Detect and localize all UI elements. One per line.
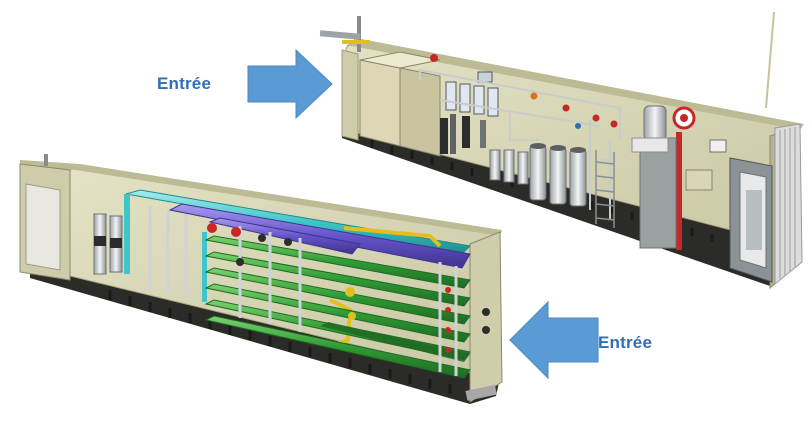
top-container-roof-edge xyxy=(346,38,804,130)
entry-label-bottom: Entrée xyxy=(598,333,653,352)
bottom-manifolds xyxy=(148,206,458,376)
bottom-purple-pipe xyxy=(168,203,471,269)
bottom-pumps xyxy=(93,213,123,275)
bottom-container xyxy=(19,154,503,404)
arrow-right-icon xyxy=(247,48,333,120)
top-filter-panels xyxy=(445,71,499,117)
bottom-valves xyxy=(207,223,490,353)
top-antenna xyxy=(765,11,775,109)
top-tank-box xyxy=(359,59,401,147)
bottom-floor-slats xyxy=(108,290,452,394)
top-door-panel xyxy=(639,137,677,249)
top-control-panel xyxy=(685,169,713,191)
top-cylinder-filters xyxy=(489,143,587,207)
entry-label-top: Entrée xyxy=(157,74,212,93)
top-door-red-frame xyxy=(676,132,682,250)
top-right-tank xyxy=(631,105,696,153)
top-container xyxy=(319,11,804,290)
top-end-corrugation xyxy=(779,127,796,280)
bottom-green-tubes xyxy=(204,235,471,379)
bottom-container-right-end xyxy=(469,231,503,403)
bottom-left-door xyxy=(25,183,61,271)
top-valves xyxy=(430,54,618,129)
top-container-left-wall xyxy=(341,49,359,141)
top-ladder xyxy=(595,150,615,228)
arrow-left-icon xyxy=(509,300,599,380)
top-pumps xyxy=(440,114,486,154)
top-pipework xyxy=(419,68,621,220)
